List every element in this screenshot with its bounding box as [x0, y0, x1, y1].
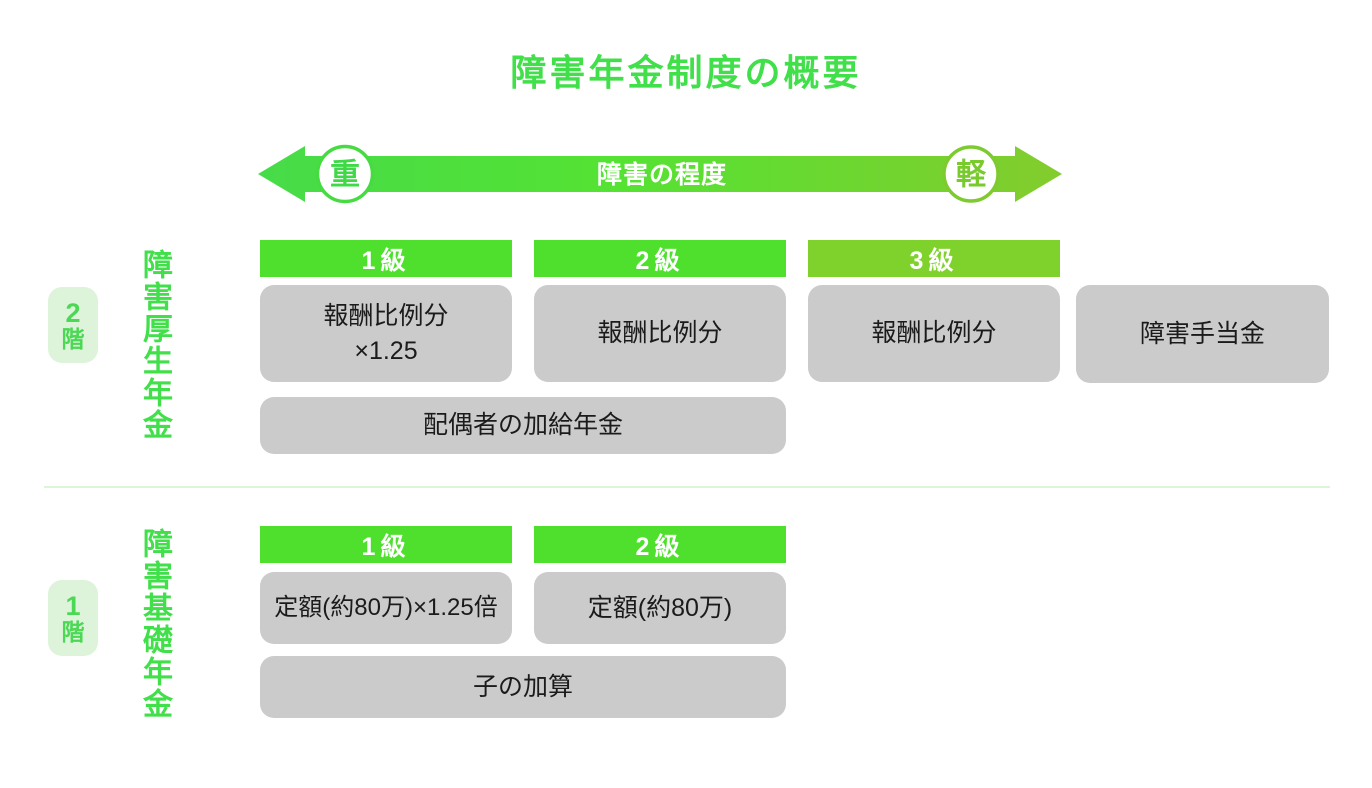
double-arrow-shape: [258, 146, 1062, 202]
benefit-box-wide: 子の加算: [260, 656, 786, 718]
floor-suffix: 階: [61, 619, 85, 646]
section-label-kiso-nenkin: 障害基礎年金: [138, 528, 171, 720]
floor-badge-2f: 2 階: [48, 287, 98, 363]
severity-arrow-title: 障害の程度: [597, 160, 727, 189]
section-label-kosei-nenkin: 障害厚生年金: [138, 249, 171, 441]
benefit-box-line: 定額(約80万)×1.25倍: [274, 594, 498, 622]
severe-circle: [315, 144, 375, 204]
benefit-box-line: 定額(約80万): [587, 593, 733, 622]
benefit-box: 報酬比例分: [534, 285, 786, 382]
page-title: 障害年金制度の概要: [510, 52, 862, 93]
grade-header-2: 2級: [534, 240, 786, 277]
grade-header-1: 1級: [260, 240, 512, 277]
grade-header-2: 2級: [534, 526, 786, 563]
benefit-box-line: 報酬比例分: [871, 319, 997, 347]
benefit-box-line: 障害手当金: [1139, 319, 1265, 348]
benefit-box: 定額(約80万): [534, 572, 786, 644]
benefit-box: 定額(約80万)×1.25倍: [260, 572, 512, 644]
grade-header-1: 1級: [260, 526, 512, 563]
benefit-box: 障害手当金: [1076, 285, 1329, 383]
benefit-box-line: 配偶者の加給年金: [422, 411, 623, 439]
severe-label: 重: [330, 159, 360, 192]
floor-number: 2: [65, 297, 81, 328]
section-divider: [44, 486, 1330, 488]
floor-number: 1: [65, 590, 81, 621]
floor-suffix: 階: [61, 326, 85, 353]
benefit-box-line: ×1.25: [354, 336, 418, 365]
benefit-box-line: 報酬比例分: [597, 319, 723, 347]
mild-label: 軽: [956, 159, 987, 192]
benefit-box-line: 報酬比例分: [323, 301, 449, 330]
benefit-box: 報酬比例分 ×1.25: [260, 285, 512, 382]
floor-badge-1f: 1 階: [48, 580, 98, 656]
benefit-box-line: 子の加算: [472, 672, 573, 701]
severity-arrow: 重 軽 障害の程度: [258, 144, 1062, 204]
grade-header-3: 3級: [808, 240, 1060, 277]
benefit-box: 報酬比例分: [808, 285, 1060, 382]
mild-circle: [942, 145, 1000, 203]
benefit-box-wide: 配偶者の加給年金: [260, 397, 786, 454]
